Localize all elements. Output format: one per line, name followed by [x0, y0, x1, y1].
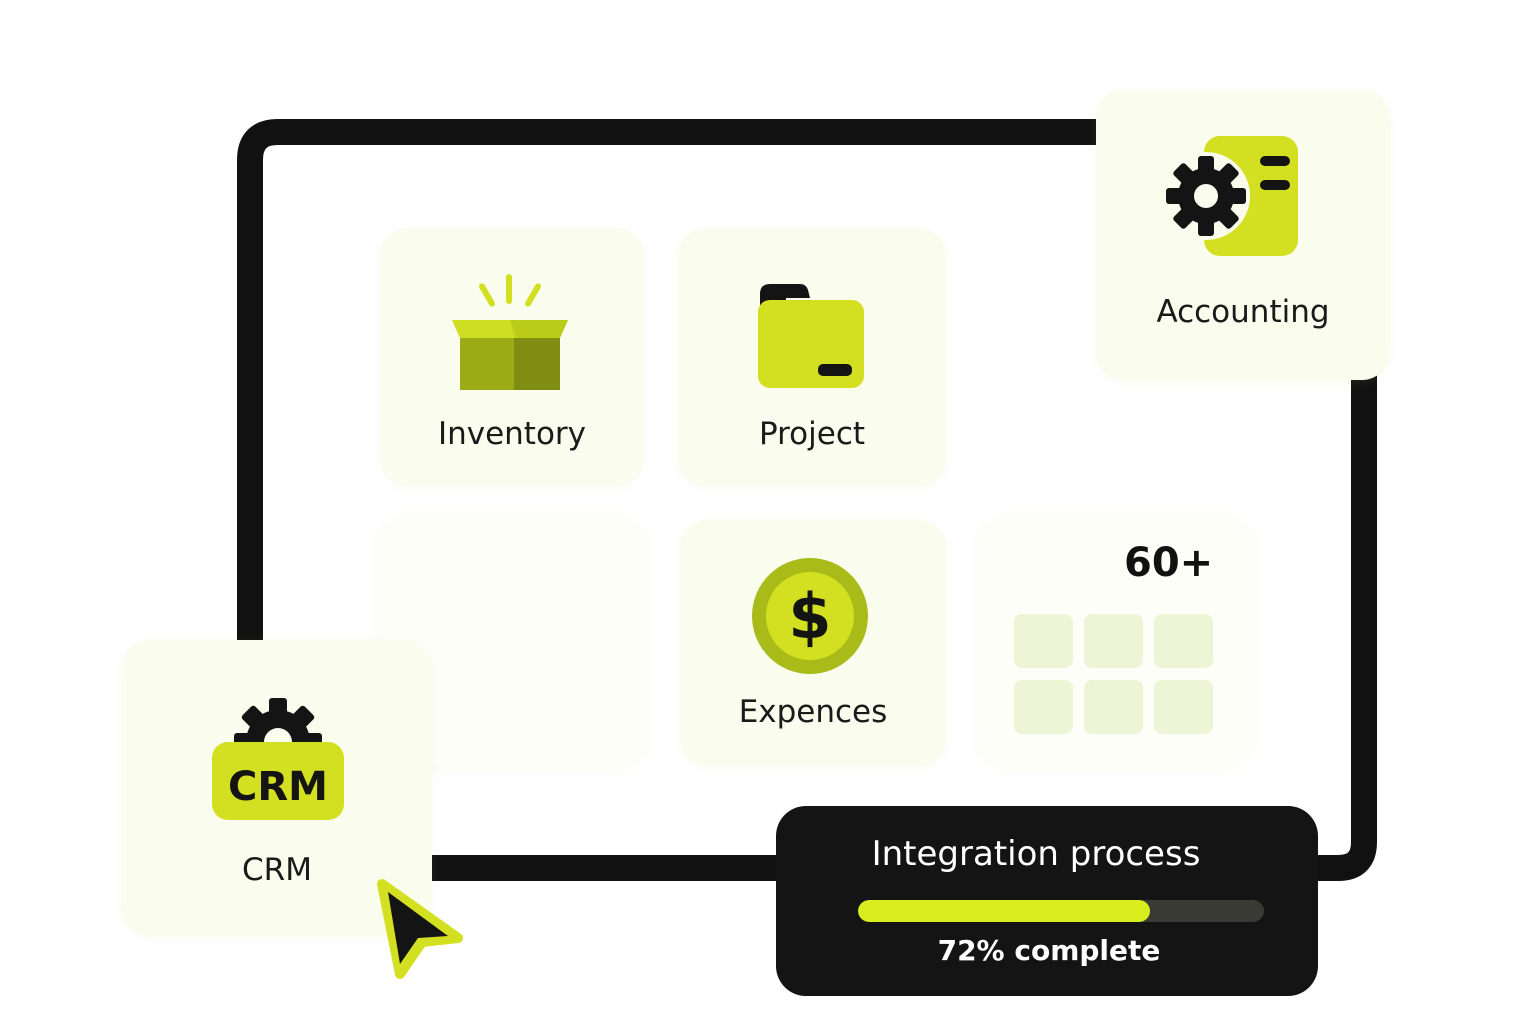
crm-badge-text: CRM — [228, 764, 328, 810]
app-grid-icon — [1014, 614, 1213, 734]
progress-status: 72% complete — [937, 934, 1161, 967]
open-box-icon — [452, 274, 568, 390]
integration-title: Integration process — [871, 834, 1201, 874]
app-grid-cell — [1014, 614, 1073, 668]
expences-label: Expences — [738, 694, 888, 730]
gear-document-icon — [1166, 136, 1298, 256]
inventory-tile[interactable]: Inventory — [380, 228, 644, 486]
svg-text:$: $ — [788, 580, 831, 653]
progress-bar — [858, 900, 1264, 922]
apps-count: 60+ — [1124, 540, 1214, 586]
project-label: Project — [758, 416, 866, 452]
integration-progress-card: Integration process 72% complete — [776, 806, 1318, 996]
inventory-label: Inventory — [437, 416, 587, 452]
folder-icon — [758, 284, 864, 388]
crm-label: CRM — [242, 852, 312, 888]
app-grid-cell — [1084, 614, 1143, 668]
crm-gear-badge-icon — [212, 698, 344, 820]
app-grid-cell — [1154, 680, 1213, 734]
progress-bar-fill — [858, 900, 1151, 922]
project-tile[interactable]: Project — [678, 228, 946, 486]
accounting-tile[interactable]: Accounting — [1096, 90, 1390, 380]
mouse-cursor-icon — [377, 879, 463, 979]
expences-tile[interactable]: $ Expences — [680, 520, 946, 766]
app-grid-cell — [1084, 680, 1143, 734]
more-apps-tile[interactable]: 60+ — [980, 520, 1250, 766]
app-grid-cell — [1154, 614, 1213, 668]
dollar-coin-icon: $ — [752, 558, 868, 674]
accounting-label: Accounting — [1156, 294, 1330, 330]
app-grid-cell — [1014, 680, 1073, 734]
